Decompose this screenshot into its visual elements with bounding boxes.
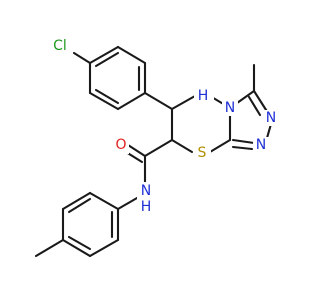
sulfur-label: S: [198, 145, 207, 161]
ring-nitrogen-4-halo: [253, 137, 269, 153]
bond-carbonyl-oxygen: [126, 143, 147, 158]
bond-ring2-double-b: [67, 235, 92, 251]
bond-s-c7: [170, 138, 194, 154]
bond-ring1-d: [116, 91, 147, 111]
bond-ring2-b: [61, 191, 92, 211]
sulfur-halo: [193, 144, 211, 162]
ring-nitrogen-3-label: N: [266, 110, 276, 126]
bond-n1-c8a-double: [231, 145, 254, 151]
atom-label-layer: Cl H N N N N S O N H: [48, 37, 279, 216]
bond-layer: [34, 45, 273, 258]
bond-ring1-a: [88, 45, 120, 65]
bond-c6-nh: [170, 94, 197, 111]
amine-halo: [194, 87, 214, 105]
bond-ring1-e: [88, 91, 120, 111]
oxygen-label: O: [115, 137, 126, 153]
bond-c7-carbonyl: [143, 138, 174, 158]
molecule-diagram: Cl H N N N N S O N H: [34, 37, 279, 258]
bond-ring1-double-c: [94, 88, 120, 105]
chlorine-halo: [48, 37, 72, 55]
bond-ring1-b: [116, 45, 147, 65]
bond-ring2-d: [61, 238, 92, 258]
bond-ring2-double-a: [67, 197, 92, 214]
amide-h-halo: [137, 198, 155, 216]
oxygen-halo: [113, 136, 129, 154]
ring-nitrogen-2-label: N: [225, 100, 235, 116]
bond-aryl-c6: [143, 91, 174, 111]
ring-nitrogen-4-label: N: [256, 137, 266, 153]
amide-nitrogen-halo: [137, 182, 155, 200]
bond-ring2-a: [88, 191, 120, 211]
amide-h-label: H: [141, 199, 152, 215]
bond-c3-n2-double: [247, 95, 262, 117]
bond-cl-c1: [72, 51, 92, 65]
bond-ring1-double-a: [94, 51, 120, 68]
bond-n2-n1: [265, 122, 273, 140]
bond-n1-c8a: [231, 138, 256, 145]
bond-methyl-tolyl: [34, 238, 65, 258]
amine-nh-label: H: [198, 88, 209, 104]
bond-c3-n2: [252, 89, 270, 115]
chlorine-label: Cl: [53, 38, 67, 54]
amide-nitrogen-label: N: [141, 183, 151, 199]
ring-nitrogen-2-halo: [222, 100, 238, 116]
bond-ring2-e: [88, 238, 120, 258]
ring-nitrogen-3-halo: [263, 110, 279, 126]
bond-c8a-s: [208, 138, 232, 154]
bond-amide-n-aryl: [116, 196, 139, 211]
molecule-structure: Cl H N N N N S O N H: [34, 37, 279, 258]
